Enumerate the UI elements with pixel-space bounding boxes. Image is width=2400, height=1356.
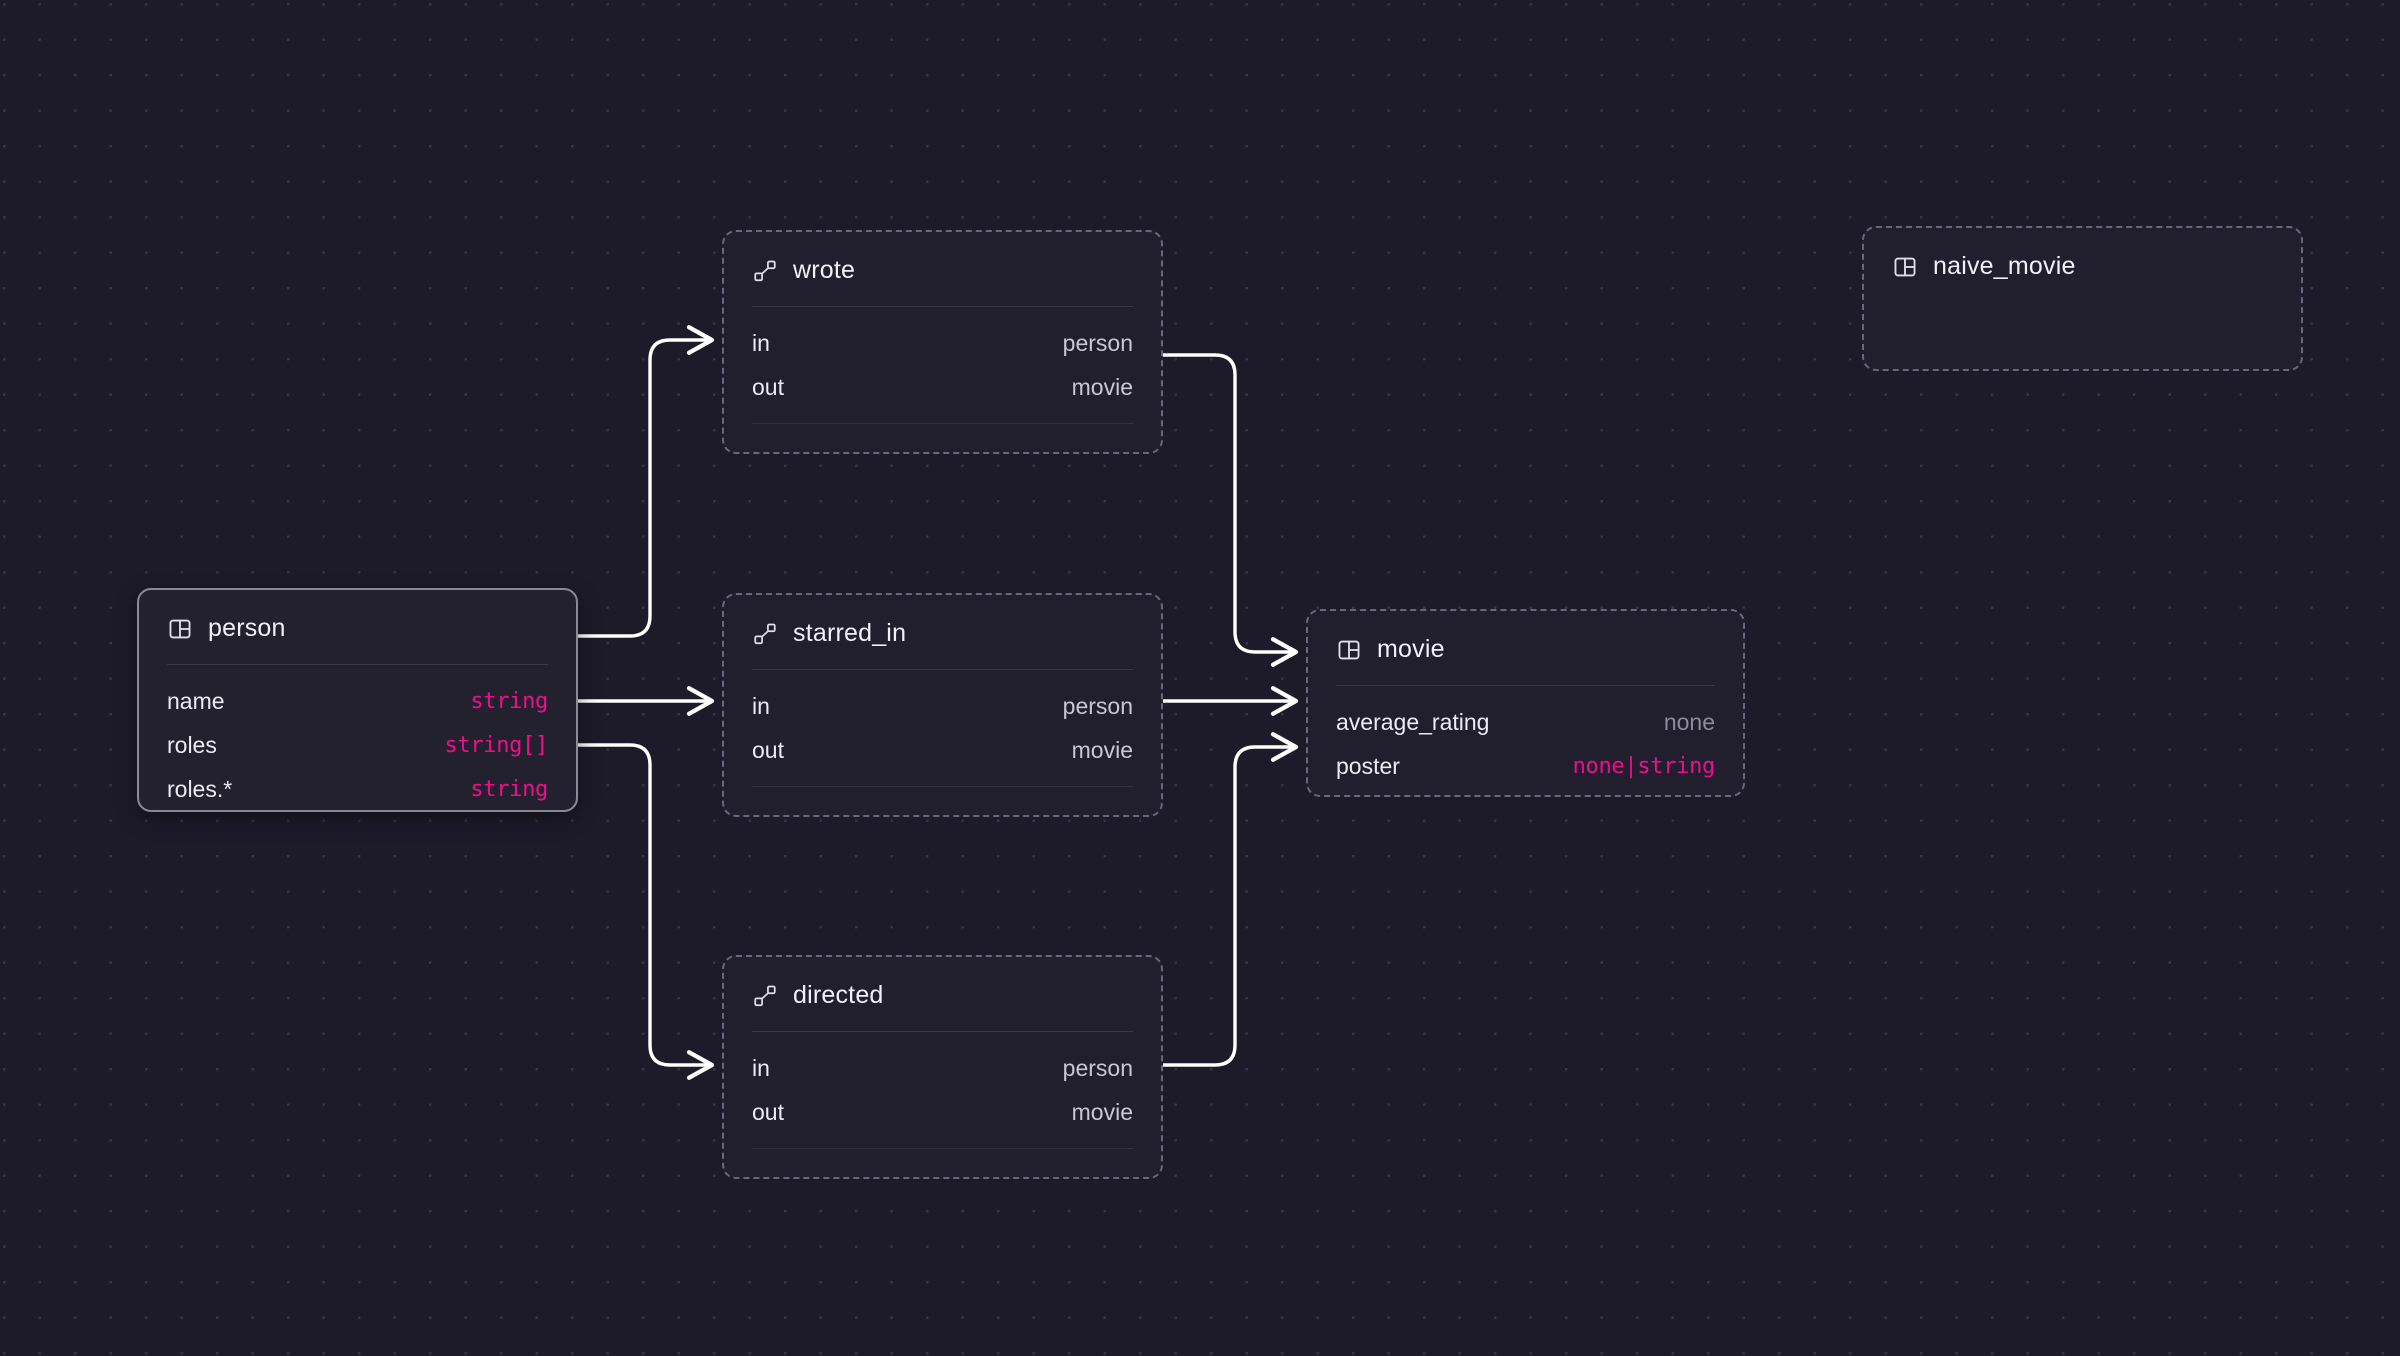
schema-node-directed[interactable]: directed in person out movie [722, 955, 1163, 1179]
schema-node-naive_movie[interactable]: naive_movie [1862, 226, 2303, 371]
relation-icon [752, 983, 778, 1009]
node-header[interactable]: directed [724, 957, 1161, 1009]
table-icon [1336, 637, 1362, 663]
node-title: starred_in [793, 619, 907, 647]
field-value: movie [1071, 736, 1133, 763]
field-key: name [167, 687, 225, 714]
edge-directed-to-movie [1161, 732, 1299, 1067]
node-fields: in person out movie [724, 1032, 1161, 1134]
node-title: movie [1377, 635, 1445, 663]
field-key: out [752, 373, 784, 400]
table-icon [1892, 254, 1918, 280]
node-footer-divider [752, 1148, 1133, 1149]
node-header[interactable]: starred_in [724, 595, 1161, 647]
field-value: none [1663, 708, 1715, 735]
relation-icon [752, 258, 778, 284]
node-footer-divider [752, 423, 1133, 424]
schema-node-movie[interactable]: movie average_rating none poster none|string [1306, 609, 1745, 797]
field-key: in [752, 692, 770, 719]
field-row[interactable]: out movie [752, 728, 1133, 772]
field-value: movie [1071, 373, 1133, 400]
schema-node-person[interactable]: person name string roles string[] roles.* stri… [137, 588, 578, 812]
field-row[interactable]: roles string[] [167, 723, 548, 767]
field-key: roles.* [167, 775, 233, 802]
schema-node-wrote[interactable]: wrote in person out movie [722, 230, 1163, 454]
field-value: string[] [444, 732, 548, 758]
field-row[interactable]: average_rating none [1336, 700, 1715, 744]
field-row[interactable]: out movie [752, 1090, 1133, 1134]
node-divider [167, 664, 548, 665]
edge-person-to-directed [576, 743, 715, 1080]
field-key: roles [167, 731, 217, 758]
node-fields: name string roles string[] roles.* string [139, 665, 576, 811]
field-key: in [752, 329, 770, 356]
field-value: movie [1071, 1098, 1133, 1125]
node-footer-divider [752, 786, 1133, 787]
field-value: person [1062, 329, 1133, 356]
node-title: person [208, 614, 286, 642]
field-row[interactable]: in person [752, 321, 1133, 365]
field-row[interactable]: in person [752, 1046, 1133, 1090]
node-fields: in person out movie [724, 670, 1161, 772]
field-value: string [470, 776, 548, 802]
field-row[interactable]: out movie [752, 365, 1133, 409]
node-fields: average_rating none poster none|string [1308, 686, 1743, 788]
field-value: none|string [1572, 753, 1716, 779]
field-key: out [752, 736, 784, 763]
edge-person-to-wrote [576, 325, 715, 638]
relation-icon [752, 621, 778, 647]
field-row[interactable]: in person [752, 684, 1133, 728]
field-value: person [1062, 692, 1133, 719]
field-row[interactable]: roles.* string [167, 767, 548, 811]
node-title: directed [793, 981, 884, 1009]
node-title: naive_movie [1933, 252, 2076, 280]
field-value: person [1062, 1054, 1133, 1081]
table-icon [167, 616, 193, 642]
node-divider [752, 669, 1133, 670]
node-divider [1336, 685, 1715, 686]
node-header[interactable]: wrote [724, 232, 1161, 284]
field-row[interactable]: poster none|string [1336, 744, 1715, 788]
field-value: string [470, 688, 548, 714]
node-fields: in person out movie [724, 307, 1161, 409]
field-key: out [752, 1098, 784, 1125]
field-key: poster [1336, 752, 1400, 779]
field-key: in [752, 1054, 770, 1081]
node-divider [752, 306, 1133, 307]
node-divider [752, 1031, 1133, 1032]
edge-wrote-to-movie [1161, 353, 1299, 667]
node-title: wrote [793, 256, 856, 284]
node-header[interactable]: movie [1308, 611, 1743, 663]
node-header[interactable]: person [139, 590, 576, 642]
field-key: average_rating [1336, 708, 1490, 735]
node-header[interactable]: naive_movie [1864, 228, 2301, 280]
field-row[interactable]: name string [167, 679, 548, 723]
